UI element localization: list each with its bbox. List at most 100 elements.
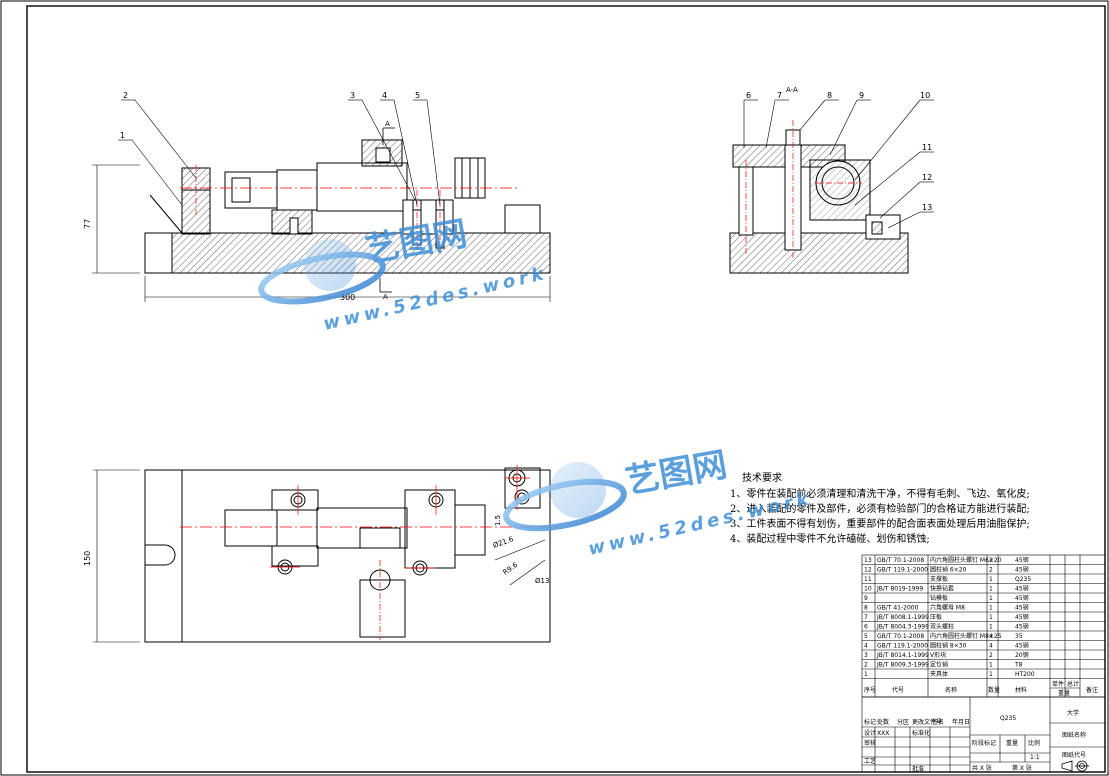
balloons: 1 2 3 4 5 6 7 8 9 10 11 12 13	[120, 91, 932, 212]
bom-h-total: 总计	[1067, 680, 1079, 688]
bom-cell-no: 7	[864, 614, 868, 621]
tech-item-1: 1、零件在装配前必须清理和清洗干净，不得有毛刺、飞边、氧化皮;	[730, 487, 1030, 500]
bom-cell-mat: 45钢	[1015, 556, 1029, 564]
bom-cell-qty: 1	[989, 586, 993, 593]
bom-cell-code: JB/T 8008.1-1999	[876, 614, 929, 621]
bom-h-name: 名称	[945, 686, 957, 694]
plan-view	[93, 465, 560, 643]
balloon-10: 10	[920, 91, 930, 100]
tb-scale: 1:1	[1030, 754, 1040, 761]
balloon-8: 8	[827, 91, 832, 100]
tb-zone: 分区	[897, 718, 909, 726]
tb-change-doc: 更改文件号	[912, 718, 942, 726]
dim-front-height: 77	[83, 219, 92, 229]
balloon-9: 9	[859, 91, 864, 100]
front-view-labels: 300 77 A A	[83, 120, 390, 302]
bom-cell-qty: 2	[989, 557, 993, 564]
bom-cell-mat: 45钢	[1015, 585, 1029, 593]
bom-cell-qty: 2	[989, 567, 993, 574]
tech-item-4: 4、装配过程中零件不允许磕碰、划伤和锈蚀;	[730, 532, 930, 545]
bom-cell-code: JB/T 8009.3-1999	[876, 662, 929, 669]
bom-cell-name: 六角螺母 M8	[930, 604, 965, 612]
bom-cell-no: 1	[864, 671, 868, 678]
bom-cell-mat: 45钢	[1015, 613, 1029, 621]
bom-h-remark: 备注	[1086, 686, 1098, 694]
tb-sign: 签名	[932, 718, 944, 726]
bom-cell-name: 压板	[930, 613, 942, 621]
bom-cell-mat: 45钢	[1015, 604, 1029, 612]
watermark-cn-2: 艺图网	[623, 445, 730, 502]
bom-cell-name: 支撑板	[930, 575, 948, 583]
tb-process: 工艺	[864, 757, 876, 765]
bom-cell-no: 3	[864, 652, 868, 659]
balloon-3: 3	[350, 91, 355, 100]
bom-cell-no: 8	[864, 605, 868, 612]
balloon-5: 5	[415, 91, 420, 100]
tb-mark: 标记	[864, 718, 876, 726]
dim-plan-d3: R9.6	[502, 561, 520, 577]
bom-cell-no: 10	[864, 586, 872, 593]
tb-standardize: 标准化	[912, 729, 930, 737]
bom-cell-qty: 1	[989, 662, 993, 669]
bom-cell-code: JB/T 8014.1-1999	[876, 652, 929, 659]
bom-cell-qty: 1	[989, 624, 993, 631]
bom-cell-code: JB/T 8019-1999	[876, 586, 923, 593]
bom-h-code: 代号	[892, 686, 904, 694]
tb-university: 大学	[1067, 709, 1079, 717]
tb-approve: 批准	[912, 765, 924, 773]
tb-qty: 处数	[877, 718, 889, 726]
bom-cell-name: 内六角圆柱头螺钉 M6×20	[930, 556, 1002, 564]
front-view	[92, 127, 551, 302]
title-block-text: Q235 大学 图纸名称 图纸代号 阶段标记 重量 比例 1:1 共 X 张 第…	[864, 709, 1086, 773]
tech-item-3: 3、工件表面不得有划伤，重要部件的配合面表面处理后用油脂保护;	[730, 517, 1030, 530]
bom-cell-qty: 1	[989, 595, 993, 602]
balloon-1: 1	[120, 131, 125, 140]
bom-cell-qty: 4	[989, 643, 993, 650]
bom-cell-qty: 1	[989, 605, 993, 612]
bom-cell-name: V形块	[930, 651, 946, 659]
bom-cell-mat: T8	[1014, 662, 1023, 669]
balloon-12: 12	[922, 173, 932, 182]
bom-h-mat: 材料	[1015, 686, 1027, 694]
bom-cell-name: 定位销	[930, 661, 948, 669]
bom-h-weight: 重量	[1058, 689, 1070, 697]
title-block	[861, 696, 1106, 773]
bom-cell-code: GB/T 41-2000	[877, 605, 919, 612]
tb-sheet-no: 第 X 张	[1012, 764, 1032, 772]
bom-cell-code: GB/T 119.1-2000	[877, 567, 928, 574]
bom-cell-name: 圆柱销 8×30	[930, 642, 967, 650]
bom-cell-code: GB/T 70.1-2008	[877, 557, 924, 564]
bom-cell-no: 6	[864, 624, 868, 631]
tb-review: 审核	[864, 739, 876, 747]
bom-h-no: 序号	[864, 686, 876, 694]
bom-cell-code: JB/T 8004.3-1999	[876, 624, 929, 631]
bom-cell-no: 5	[864, 633, 868, 640]
bom-header: 序号 代号 名称 数量 材料 单件 总计 重量 备注	[864, 680, 1098, 697]
bom-cell-name: 内六角圆柱头螺钉 M8×25	[930, 632, 1002, 640]
tb-drawing-name: 图纸名称	[1062, 731, 1086, 739]
bom-cell-code: GB/T 70.1-2008	[877, 633, 924, 640]
bom-cell-name: 快换钻套	[930, 585, 954, 593]
bom-cell-name: 圆柱销 6×20	[930, 566, 967, 574]
bom-cell-mat: Q235	[1015, 576, 1031, 583]
tb-sheets-total: 共 X 张	[972, 764, 992, 772]
watermark-url-1: www.52des.work	[321, 263, 549, 335]
section-title: A-A	[786, 86, 798, 94]
section-mark-bottom: A	[383, 293, 388, 301]
tb-designer: XXX	[877, 730, 889, 737]
bom-cell-no: 13	[864, 557, 872, 564]
tech-requirements: 技术要求 1、零件在装配前必须清理和清洗干净，不得有毛刺、飞边、氧化皮; 2、进…	[730, 471, 1030, 545]
bom-cell-no: 4	[864, 643, 868, 650]
projection-symbol-icon	[1061, 760, 1089, 772]
bom-cell-mat: 45钢	[1015, 594, 1029, 602]
bom-cell-no: 12	[864, 567, 872, 574]
bom-cell-no: 11	[864, 576, 872, 583]
dim-plan-d1: 1.5	[494, 515, 502, 526]
bom-cell-qty: 2	[989, 652, 993, 659]
bom-cell-name: 双头螺柱	[930, 623, 954, 631]
bom-cell-qty: 4	[989, 633, 993, 640]
bom-cell-no: 2	[864, 662, 868, 669]
bom-cell-qty: 1	[989, 576, 993, 583]
tb-design: 设计	[864, 729, 876, 737]
